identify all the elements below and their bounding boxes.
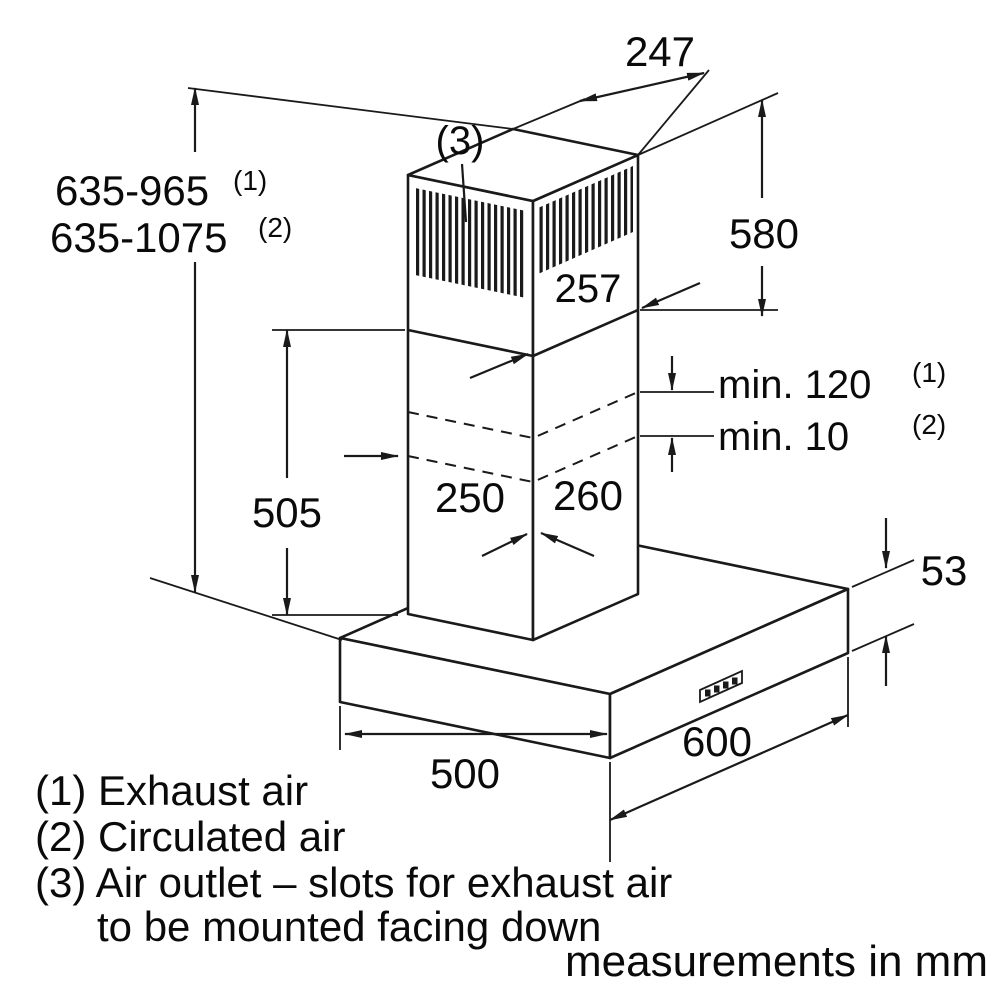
air-outlet-slots-side (415, 188, 526, 298)
height-range-exhaust-ref: (1) (233, 165, 267, 196)
height-range-exhaust-label: 635-965 (55, 167, 209, 214)
control-button (732, 677, 738, 685)
height-range-recirc-ref: (2) (258, 212, 292, 243)
dim-53: 53 (851, 518, 968, 686)
legend-circulated-air: (2) Circulated air (35, 813, 345, 860)
control-button (723, 681, 729, 689)
dim-580: 580 (637, 92, 799, 317)
dim-505: 505 (252, 329, 405, 616)
dim-53-label: 53 (921, 547, 968, 594)
legend-air-outlet-cont: to be mounted facing down (97, 903, 601, 950)
dim-580-label: 580 (729, 210, 799, 257)
overlap-dashed-line-exhaust (407, 391, 639, 440)
dimension-annotations: 247 (3) 635-965 (1) 635-1075 (2) 580 (50, 28, 967, 862)
dim-250-260: 250 260 (435, 472, 623, 558)
overlap-dashed-line-recirc (407, 435, 639, 484)
dim-500-label: 500 (430, 750, 500, 797)
dim-250-label: 250 (435, 474, 505, 521)
height-range-recirc-label: 635-1075 (50, 214, 228, 261)
control-button (714, 685, 720, 693)
dim-total-height: 635-965 (1) 635-1075 (2) (50, 87, 514, 641)
min-overlap-exhaust-ref: (1) (912, 357, 946, 388)
legend: (1) Exhaust air (2) Circulated air (3) A… (35, 767, 988, 986)
control-panel-body (699, 669, 743, 704)
dim-min-overlap: min. 120 (1) min. 10 (2) (344, 356, 946, 472)
control-button (705, 689, 711, 697)
dim-247-label: 247 (625, 28, 695, 75)
min-overlap-recirc-label: min. 10 (718, 415, 849, 459)
chimney-section-split-line (407, 308, 639, 358)
dim-247: 247 (512, 28, 710, 156)
control-panel (699, 669, 743, 704)
min-overlap-recirc-ref: (2) (912, 409, 946, 440)
dim-257: 257 (469, 267, 701, 380)
callout-3: (3) (436, 119, 485, 223)
dim-260-label: 260 (553, 472, 623, 519)
measurements-note: measurements in mm (565, 937, 988, 986)
legend-air-outlet: (3) Air outlet – slots for exhaust air (35, 859, 672, 906)
min-overlap-exhaust-label: min. 120 (718, 363, 871, 407)
chimney-duct (406, 127, 640, 642)
dim-257-label: 257 (555, 267, 622, 311)
legend-exhaust-air: (1) Exhaust air (35, 767, 308, 814)
dim-600: 600 (609, 657, 849, 822)
dim-505-label: 505 (252, 489, 322, 536)
dim-600-label: 600 (682, 718, 752, 765)
callout-3-label: (3) (436, 119, 485, 163)
air-outlet-slots-front (538, 166, 633, 274)
